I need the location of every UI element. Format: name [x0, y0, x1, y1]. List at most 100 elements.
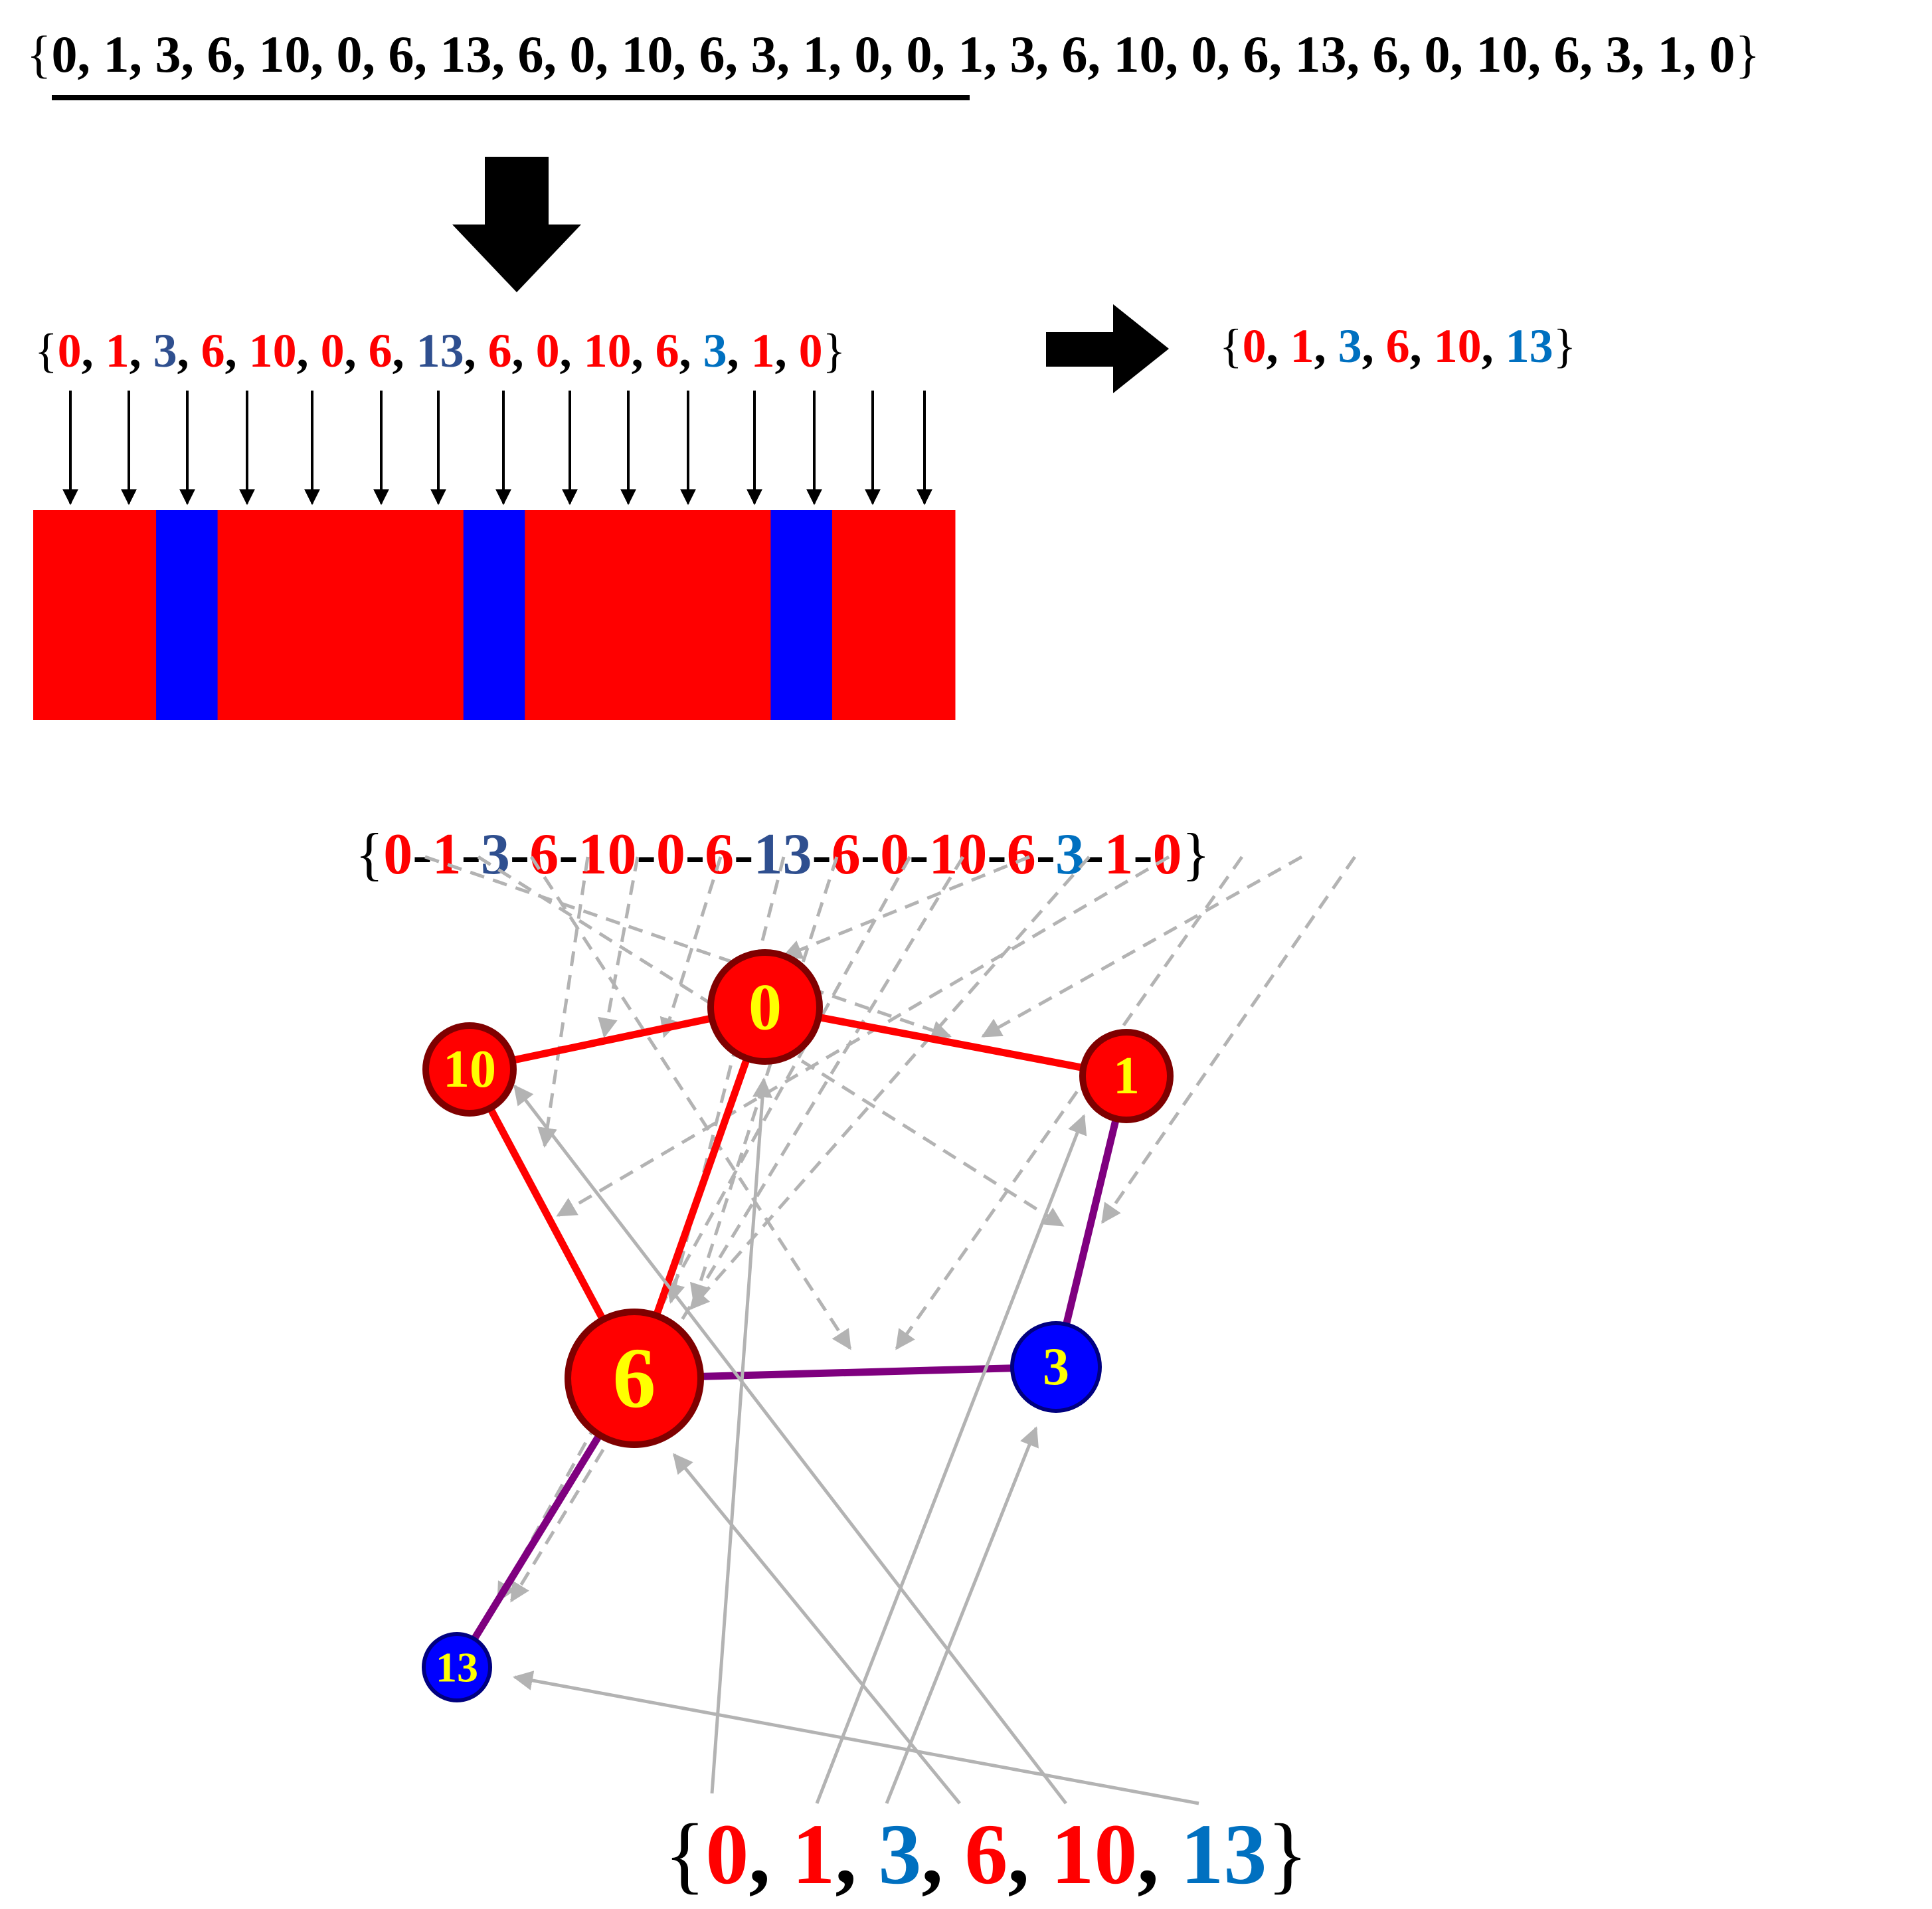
path-sequence-item: 10	[928, 822, 987, 887]
transition-arrows	[424, 855, 1357, 1603]
node-label: 13	[436, 1644, 478, 1691]
unique-set-open-brace: {	[1219, 319, 1243, 373]
color-bar-segment	[402, 510, 464, 720]
period-sequence-separator: ,	[560, 324, 584, 377]
node-circle	[565, 1309, 704, 1448]
period-sequence-separator: ,	[727, 324, 751, 377]
period-sequence-item: 0	[799, 324, 823, 377]
node-label: 0	[748, 970, 782, 1044]
right-arrow-icon	[1046, 304, 1169, 393]
period-sequence-separator: ,	[464, 324, 488, 377]
path-sequence-separator: -	[510, 822, 529, 887]
period-sequence-item: 6	[488, 324, 512, 377]
unique-set-item: 10	[1434, 319, 1482, 373]
element-arrows	[62, 391, 932, 505]
path-sequence-item: 13	[753, 822, 812, 887]
node-1: 1	[1079, 1029, 1174, 1123]
path-sequence-item: 6	[705, 822, 734, 887]
color-bar-segment	[586, 510, 648, 720]
node-13: 13	[422, 1632, 492, 1702]
path-sequence-item: 10	[578, 822, 637, 887]
node-3: 3	[1010, 1321, 1102, 1413]
period-sequence-separator: ,	[512, 324, 536, 377]
color-bar-segment	[279, 510, 341, 720]
bottom-set-separator: ,	[748, 1807, 792, 1902]
path-sequence-separator: -	[987, 822, 1006, 887]
node-circle	[422, 1632, 492, 1702]
period-sequence-separator: ,	[177, 324, 201, 377]
path-sequence-separator: -	[861, 822, 880, 887]
node-circle	[1079, 1029, 1174, 1123]
full-sequence-open: {	[27, 25, 51, 83]
node-label: 3	[1043, 1338, 1069, 1396]
path-sequence-item: 6	[529, 822, 559, 887]
node-label: 6	[613, 1330, 656, 1426]
period-sequence-separator: ,	[775, 324, 799, 377]
period-sequence-separator: ,	[345, 324, 369, 377]
unique-set-item: 13	[1506, 319, 1553, 373]
period-sequence-item: 1	[106, 324, 130, 377]
period-sequence: {0, 1, 3, 6, 10, 0, 6, 13, 6, 0, 10, 6, …	[35, 324, 845, 377]
color-bar-segment	[525, 510, 587, 720]
path-sequence-separator: -	[559, 822, 578, 887]
unique-set-item: 1	[1290, 319, 1314, 373]
color-bar-segment	[156, 510, 219, 720]
path-sequence-item: 0	[1153, 822, 1182, 887]
bottom-set-item: 10	[1051, 1807, 1137, 1902]
unique-set-separator: ,	[1482, 319, 1506, 373]
path-sequence-separator: -	[1085, 822, 1104, 887]
full-sequence-close: }	[1735, 25, 1759, 83]
unique-set-separator: ,	[1410, 319, 1434, 373]
edge-1-3	[1052, 1075, 1130, 1368]
path-sequence-item: 6	[832, 822, 861, 887]
color-bar-segment	[893, 510, 956, 720]
period-sequence-item: 3	[153, 324, 177, 377]
bottom-set-separator: ,	[1137, 1807, 1180, 1902]
node-0: 0	[707, 949, 823, 1065]
color-bar-segment	[217, 510, 280, 720]
path-sequence-separator: -	[685, 822, 705, 887]
color-bar-segment	[770, 510, 833, 720]
bottom-set-close-brace: }	[1267, 1807, 1308, 1902]
period-sequence-item: 6	[656, 324, 679, 377]
period-sequence-item: 6	[201, 324, 225, 377]
period-sequence-item: 0	[58, 324, 82, 377]
period-sequence-item: 0	[536, 324, 560, 377]
period-sequence-item: 10	[584, 324, 632, 377]
path-sequence-item: 1	[432, 822, 462, 887]
path-sequence-close-brace: }	[1182, 822, 1210, 887]
path-sequence-separator: -	[812, 822, 831, 887]
node-6: 6	[565, 1309, 704, 1448]
path-sequence-separator: -	[412, 822, 432, 887]
period-sequence-separator: ,	[225, 324, 249, 377]
mapping-arrows	[513, 1077, 1199, 1805]
path-sequence-item: 3	[481, 822, 510, 887]
period-sequence-open-brace: {	[35, 324, 58, 377]
unique-set-separator: ,	[1267, 319, 1290, 373]
unique-set-item: 3	[1338, 319, 1362, 373]
node-circle	[707, 949, 823, 1065]
period-sequence-item: 13	[416, 324, 464, 377]
bottom-set-item: 1	[792, 1807, 835, 1902]
period-sequence-item: 6	[369, 324, 393, 377]
path-sequence-item: 3	[1055, 822, 1085, 887]
unique-set-separator: ,	[1362, 319, 1386, 373]
path-sequence-item: 6	[1007, 822, 1036, 887]
path-sequence-separator: -	[462, 822, 481, 887]
path-sequence-separator: -	[637, 822, 656, 887]
path-sequence-item: 0	[880, 822, 909, 887]
period-sequence-item: 0	[321, 324, 345, 377]
path-sequence-separator: -	[909, 822, 928, 887]
unique-set-separator: ,	[1314, 319, 1338, 373]
path-sequence-separator: -	[1036, 822, 1055, 887]
bottom-set-item: 6	[964, 1807, 1008, 1902]
node-circle	[1010, 1321, 1102, 1413]
path-sequence-item: 0	[656, 822, 685, 887]
bottom-set-item: 13	[1180, 1807, 1267, 1902]
color-bar-segment	[340, 510, 402, 720]
path-sequence-separator: -	[734, 822, 753, 887]
full-sequence-underlined: 0, 1, 3, 6, 10, 0, 6, 13, 6, 0, 10, 6, 3…	[51, 25, 893, 83]
bottom-set-separator: ,	[921, 1807, 964, 1902]
